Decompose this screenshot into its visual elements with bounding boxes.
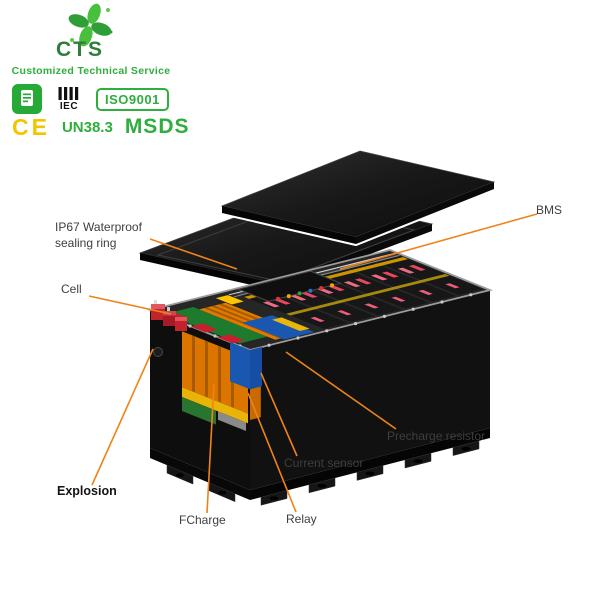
leader-bms: [339, 213, 538, 270]
leader-fcharge: [206, 383, 215, 514]
mounting-holes: [176, 446, 471, 501]
msds-mark: MSDS: [124, 115, 190, 138]
leader-relay: [247, 392, 297, 513]
base-rail: [150, 448, 250, 500]
label-relay: Relay: [286, 512, 317, 526]
ce-mark: CE: [12, 113, 50, 140]
leader-cell: [88, 295, 172, 315]
iec-mark: IEC: [51, 86, 87, 112]
pcb-board: [165, 306, 268, 344]
battery-pack-body: [150, 250, 490, 506]
brand-name: CTS: [56, 38, 104, 61]
label-fcharge: FCharge: [179, 513, 226, 527]
leaf-pinwheel-icon: [68, 3, 113, 47]
exposed-front-internals: [250, 346, 263, 420]
label-precharge-resistor: Precharge resistor: [387, 429, 486, 443]
explosion-vent: [153, 347, 163, 357]
label-explosion: Explosion: [57, 484, 117, 498]
iec-bars-icon: [58, 86, 79, 100]
label-cell: Cell: [61, 282, 82, 296]
leader-current-sensor: [260, 372, 298, 457]
certification-row-2: CE UN38.3 MSDS: [12, 112, 190, 142]
pack-top-components: [152, 251, 485, 349]
pack-front-face: [250, 290, 490, 490]
certification-row-1: IEC ISO9001: [12, 84, 169, 114]
blue-module: [242, 315, 315, 340]
terminal-markers: [262, 264, 460, 322]
leader-explosion: [91, 348, 154, 486]
bms-box: [238, 271, 340, 301]
quality-certificate-icon: [12, 84, 42, 114]
iso9001-badge: ISO9001: [96, 87, 169, 111]
bms-connectors: [276, 283, 334, 301]
leader-ip67: [149, 238, 238, 270]
iec-label: IEC: [59, 100, 79, 112]
cts-logo: CTS Customized Technical Service: [6, 2, 176, 82]
leader-lines: [88, 213, 538, 514]
un38-3-mark: UN38.3: [61, 118, 113, 136]
label-bms: BMS: [536, 203, 563, 217]
label-current-sensor: Current sensor: [284, 456, 364, 470]
busbar: [285, 273, 450, 316]
brand-tagline: Customized Technical Service: [11, 65, 171, 77]
base-rail: [250, 428, 490, 500]
label-ip67: IP67 Waterproof sealing ring: [55, 220, 142, 250]
power-terminals: [151, 300, 187, 331]
top-cover-panel: [220, 149, 496, 246]
leader-precharge: [285, 351, 397, 430]
exposed-cell-internals: [181, 331, 251, 431]
